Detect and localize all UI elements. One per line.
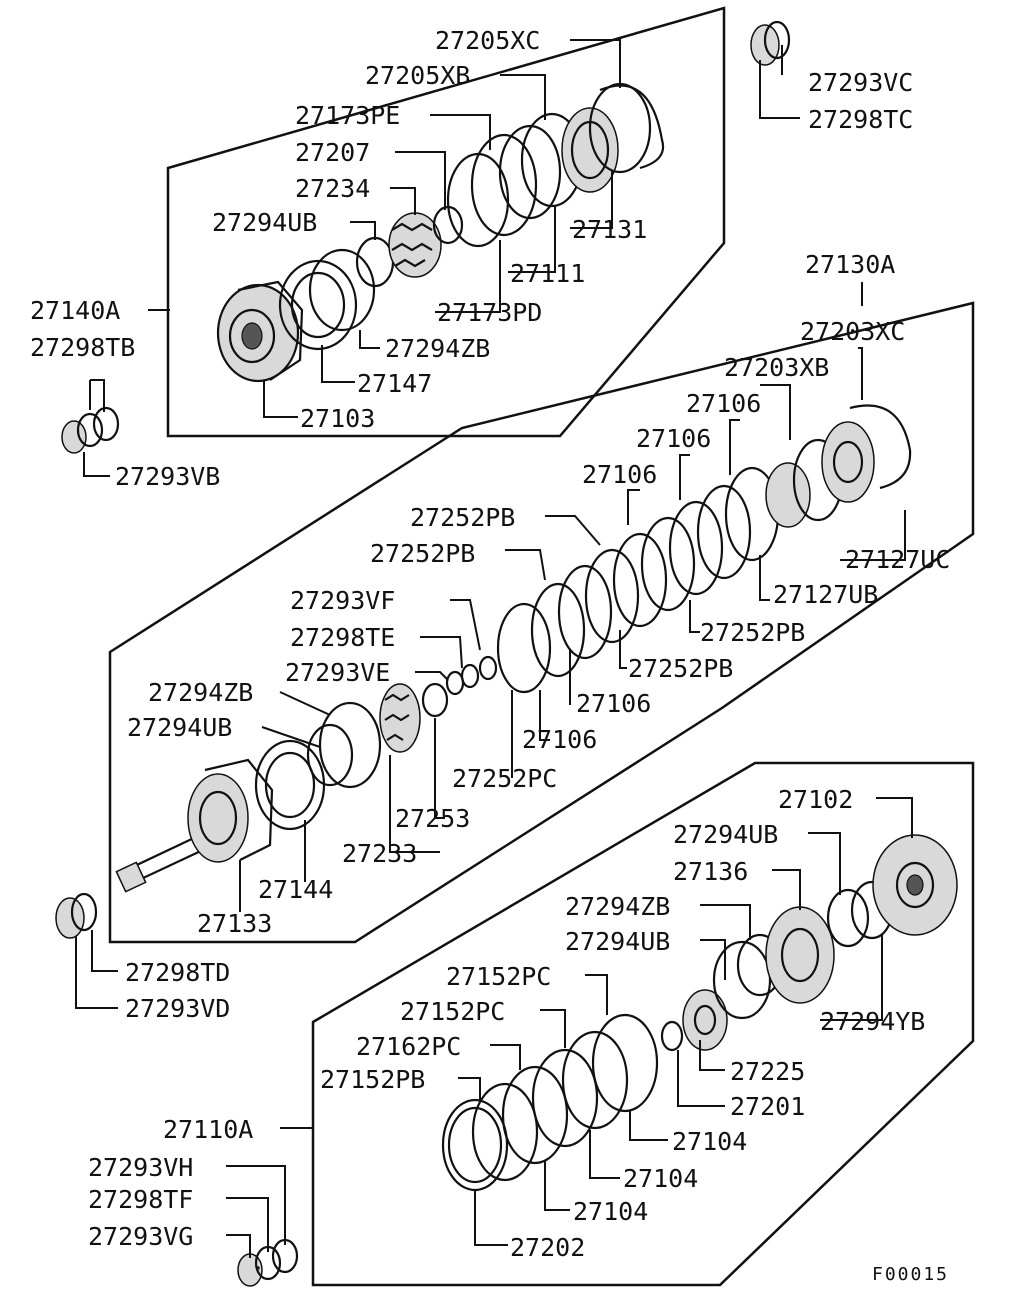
label-27127UB: 27127UB xyxy=(773,580,878,609)
clip-set-27293VC xyxy=(750,20,791,66)
label-27252PB: 27252PB xyxy=(700,618,805,647)
label-27293VD: 27293VD xyxy=(125,994,230,1023)
label-27294ZB: 27294ZB xyxy=(385,334,490,363)
label-27106: 27106 xyxy=(582,460,657,489)
label-27293VB: 27293VB xyxy=(115,462,220,491)
label-27152PC: 27152PC xyxy=(400,997,505,1026)
label-27294UB: 27294UB xyxy=(565,927,670,956)
label-27294UB: 27294UB xyxy=(212,208,317,237)
label-27205XB: 27205XB xyxy=(365,61,470,90)
label-27293VH: 27293VH xyxy=(88,1153,193,1182)
label-27294UB: 27294UB xyxy=(127,713,232,742)
label-27106: 27106 xyxy=(576,689,651,718)
label-27252PB: 27252PB xyxy=(370,539,475,568)
label-27111: 27111 xyxy=(510,259,585,288)
part-labels: 27205XC 27205XB 27173PE 27207 27234 2729… xyxy=(30,26,950,1285)
label-27233: 27233 xyxy=(342,839,417,868)
label-27298TE: 27298TE xyxy=(290,623,395,652)
label-27294ZB: 27294ZB xyxy=(148,678,253,707)
label-27293VC: 27293VC xyxy=(808,68,913,97)
clip-set-27293VD xyxy=(55,892,98,939)
clip-set-27293VB xyxy=(61,406,120,454)
group-label-27110A: 27110A xyxy=(163,1115,253,1144)
label-27144: 27144 xyxy=(258,875,333,904)
label-27298TC: 27298TC xyxy=(808,105,913,134)
label-27298TF: 27298TF xyxy=(88,1185,193,1214)
label-27152PB: 27152PB xyxy=(320,1065,425,1094)
label-27293VG: 27293VG xyxy=(88,1222,193,1251)
upper-parts xyxy=(216,82,665,383)
label-27234: 27234 xyxy=(295,174,370,203)
frame-lower-assembly xyxy=(311,761,975,1287)
label-27102: 27102 xyxy=(778,785,853,814)
label-27127UC: 27127UC xyxy=(845,545,950,574)
label-27173PD: 27173PD xyxy=(437,298,542,327)
label-27298TD: 27298TD xyxy=(125,958,230,987)
label-27207: 27207 xyxy=(295,138,370,167)
label-27162PC: 27162PC xyxy=(356,1032,461,1061)
label-27103: 27103 xyxy=(300,404,375,433)
label-27225: 27225 xyxy=(730,1057,805,1086)
label-27294YB: 27294YB xyxy=(820,1007,925,1036)
label-27203XB: 27203XB xyxy=(724,353,829,382)
label-27298TB: 27298TB xyxy=(30,333,135,362)
clip-set-27293VH xyxy=(256,1266,260,1270)
drawing-code: F00015 xyxy=(872,1264,949,1285)
label-27106: 27106 xyxy=(636,424,711,453)
lower-parts xyxy=(441,834,958,1192)
label-27106: 27106 xyxy=(686,389,761,418)
label-27136: 27136 xyxy=(673,857,748,886)
label-27152PC: 27152PC xyxy=(446,962,551,991)
label-27252PC: 27252PC xyxy=(452,764,557,793)
label-27205XC: 27205XC xyxy=(435,26,540,55)
label-27253: 27253 xyxy=(395,804,470,833)
group-label-27130A: 27130A xyxy=(805,250,895,279)
group-label-27140A: 27140A xyxy=(30,296,120,325)
label-27131: 27131 xyxy=(572,215,647,244)
label-27106: 27106 xyxy=(522,725,597,754)
label-27203XC: 27203XC xyxy=(800,317,905,346)
label-27147: 27147 xyxy=(357,369,432,398)
frame-upper-assembly xyxy=(166,6,726,438)
label-27294ZB: 27294ZB xyxy=(565,892,670,921)
label-27252PB: 27252PB xyxy=(410,503,515,532)
label-27293VE: 27293VE xyxy=(285,658,390,687)
label-27104: 27104 xyxy=(573,1197,648,1226)
label-27104: 27104 xyxy=(672,1127,747,1156)
label-27252PB: 27252PB xyxy=(628,654,733,683)
frame-middle-assembly xyxy=(108,301,975,944)
label-27104: 27104 xyxy=(623,1164,698,1193)
label-27173PE: 27173PE xyxy=(295,101,400,130)
middle-parts xyxy=(115,404,912,893)
label-27294UB: 27294UB xyxy=(673,820,778,849)
label-27201: 27201 xyxy=(730,1092,805,1121)
leader-lines xyxy=(75,39,913,1258)
label-27133: 27133 xyxy=(197,909,272,938)
label-27293VF: 27293VF xyxy=(290,586,395,615)
label-27202: 27202 xyxy=(510,1233,585,1262)
